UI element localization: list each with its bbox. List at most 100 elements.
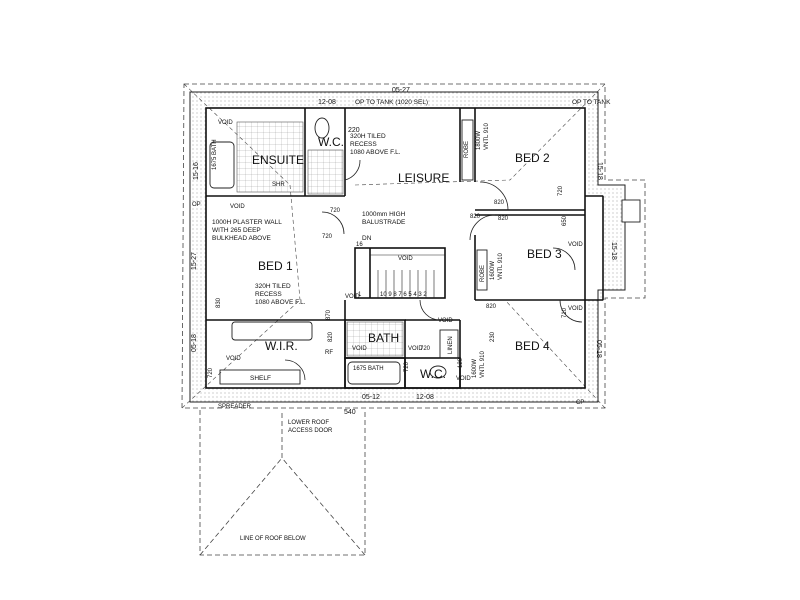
note-plaster-1: 1000H PLASTER WALL	[212, 219, 282, 226]
note-balustrade-1: 1000mm HIGH	[362, 211, 406, 218]
note-tiled-top-3: 1080 ABOVE F.L.	[350, 149, 401, 156]
note-vent-bed4-1: 1600W	[472, 359, 478, 378]
dim-230: 230	[490, 331, 496, 342]
dim-870: 870	[326, 309, 332, 320]
note-plaster-3: BULKHEAD ABOVE	[212, 235, 272, 242]
note-spreader: SPREADER	[218, 404, 252, 410]
note-tiled-top-2: RECESS	[350, 141, 377, 148]
void-label: VOID	[218, 120, 233, 126]
note-robe-1: ROBE	[464, 141, 470, 158]
room-wir: W.I.R.	[265, 339, 298, 353]
wc-toilet	[429, 365, 447, 379]
void-label: VOID	[345, 294, 360, 300]
room-labels: ENSUITE W.C. LEISURE BED 2 BED 1 BED 3 B…	[212, 135, 562, 381]
dim-top-a: 12-08	[318, 99, 336, 106]
void-labels: VOID VOID VOID VOID VOID VOID VOID VOID …	[218, 120, 583, 382]
note-dn: DN	[362, 235, 372, 242]
note-lower-roof-1: LOWER ROOF	[288, 420, 329, 426]
dim-710: 710	[562, 307, 568, 318]
note-op-tank: OP TO TANK (1020 SEL)	[355, 99, 428, 106]
room-bed3: BED 3	[527, 247, 562, 261]
ensuite-toilet	[314, 117, 330, 139]
dim-720: 720	[330, 208, 341, 214]
note-rf: RF	[325, 350, 333, 356]
stair-1: 1	[358, 292, 362, 298]
roof-outline	[181, 83, 646, 409]
note-shower: SHR	[272, 182, 285, 188]
note-shelf: SHELF	[250, 375, 271, 382]
void-label: VOID	[456, 376, 471, 382]
note-vent-bed2-2: VNTL 910	[484, 123, 490, 150]
tiled-areas	[236, 121, 404, 357]
note-op-left: OP	[192, 202, 201, 208]
bath-tub	[347, 361, 401, 385]
room-bed1: BED 1	[258, 259, 293, 273]
room-leisure: LEISURE	[398, 171, 449, 185]
void-label: VOID	[438, 318, 453, 324]
note-tiled-bed-2: RECESS	[255, 291, 282, 298]
bath-size-ensuite: 1675 BATH	[212, 139, 218, 170]
room-bed4: BED 4	[515, 339, 550, 353]
void-label: VOID	[398, 256, 413, 262]
dim-720: 720	[420, 346, 431, 352]
robe-bed3	[476, 249, 488, 291]
void-label: VOID	[408, 346, 423, 352]
note-op-to-tank: OP TO TANK	[572, 99, 611, 106]
walls	[205, 107, 604, 389]
dim-bottom-b: 12-08	[416, 394, 434, 401]
dimension-labels: 05-27 12-08 15-18 15-18 05-18 15-16 15-2…	[191, 87, 617, 416]
dim-16: 16	[356, 242, 363, 248]
dim-720: 720	[404, 361, 410, 372]
note-linen: LINEN	[448, 336, 454, 354]
dim-top-overall: 05-27	[392, 87, 410, 94]
dim-220: 220	[348, 127, 360, 134]
void-label: VOID	[230, 204, 245, 210]
room-bath: BATH	[368, 331, 399, 345]
note-tiled-bed-1: 320H TILED	[255, 283, 291, 290]
ensuite-bath	[209, 141, 235, 189]
note-vent-bed2-1: 1800W	[476, 131, 482, 150]
dim-right-b: 15-18	[610, 242, 617, 260]
note-tiled-bed-3: 1080 ABOVE F.L.	[255, 299, 306, 306]
dim-120: 120	[458, 357, 464, 368]
note-tiled-top-1: 320H TILED	[350, 133, 386, 140]
note-robe-2: ROBE	[480, 265, 486, 282]
void-label: VOID	[568, 242, 583, 248]
dim-bottom-a: 05-12	[362, 394, 380, 401]
window-right	[621, 199, 641, 223]
note-vent-bed3-1: 1600W	[490, 261, 496, 280]
dim-720: 720	[208, 367, 214, 378]
void-label: VOID	[568, 306, 583, 312]
bath-size-bottom: 1675 BATH	[353, 366, 384, 372]
room-wc-bottom: W.C.	[420, 367, 446, 381]
basin	[231, 321, 313, 341]
dim-bottom-540: 540	[344, 409, 356, 416]
dim-left-c: 05-18	[191, 334, 198, 352]
staircase	[370, 254, 445, 298]
dim-left-a: 15-16	[193, 162, 200, 180]
shelf-line	[219, 369, 301, 385]
fixtures	[209, 117, 641, 385]
void-label: VOID	[226, 356, 241, 362]
dim-650: 650	[562, 215, 568, 226]
robe-bed2	[461, 119, 474, 181]
room-bed2: BED 2	[515, 151, 550, 165]
door-swings	[284, 159, 583, 381]
note-roof-below: LINE OF ROOF BELOW	[240, 536, 306, 542]
dim-720: 720	[558, 185, 564, 196]
dim-right-c: 05-18	[595, 340, 602, 358]
linen-box	[439, 329, 459, 359]
annotations: OP TO TANK (1020 SEL) OP TO TANK 320H TI…	[192, 99, 611, 542]
room-ensuite: ENSUITE	[252, 153, 304, 167]
dim-left-b: 15-27	[191, 252, 198, 270]
dim-right-a: 15-18	[596, 162, 603, 180]
dim-830: 830	[216, 297, 222, 308]
void-label: VOID	[352, 346, 367, 352]
stair-numbers: 10 9 8 7 6 5 4 3 2	[380, 292, 427, 298]
dim-720: 720	[322, 234, 333, 240]
dim-820: 820	[486, 304, 497, 310]
dim-820: 820	[328, 331, 334, 342]
lower-roof	[199, 410, 366, 556]
note-balustrade-2: BALUSTRADE	[362, 219, 406, 226]
note-vent-bed3-2: VNTL 910	[498, 253, 504, 280]
